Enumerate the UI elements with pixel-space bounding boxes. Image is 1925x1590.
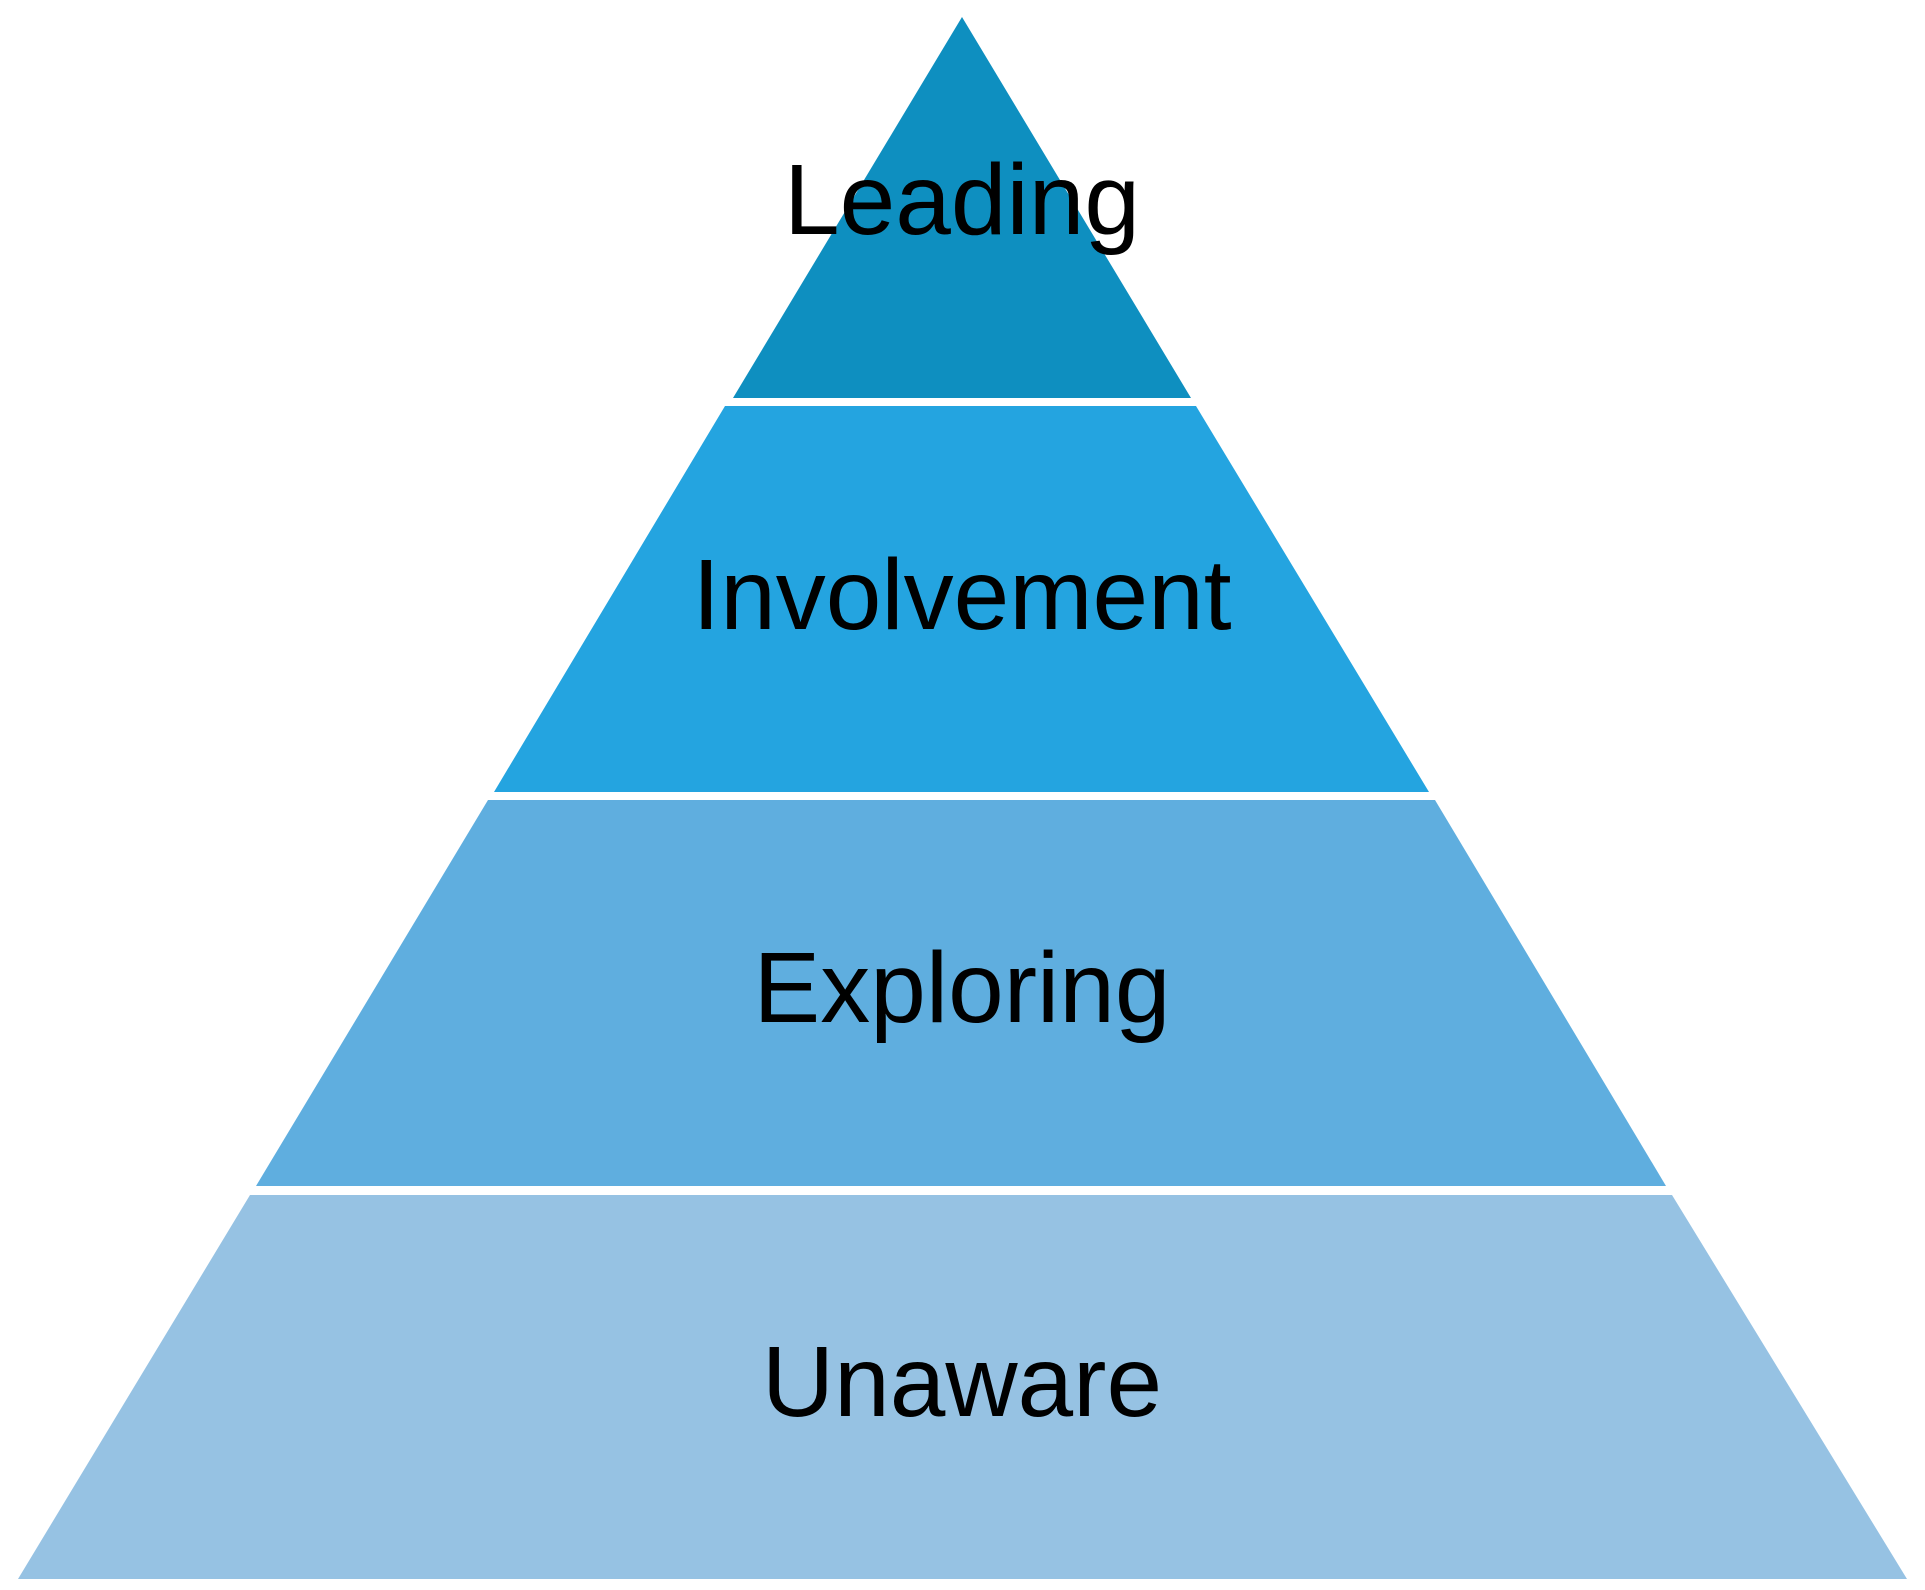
- pyramid-tier-involvement: [494, 406, 1429, 792]
- pyramid-tier-leading: [733, 17, 1191, 398]
- pyramid-tier-exploring: [256, 800, 1666, 1186]
- pyramid-tier-unaware: [18, 1195, 1907, 1579]
- tier-label-unaware: Unaware: [762, 1326, 1162, 1438]
- tier-label-exploring: Exploring: [754, 932, 1171, 1044]
- tier-label-involvement: Involvement: [692, 539, 1231, 651]
- tier-label-leading: Leading: [784, 144, 1140, 256]
